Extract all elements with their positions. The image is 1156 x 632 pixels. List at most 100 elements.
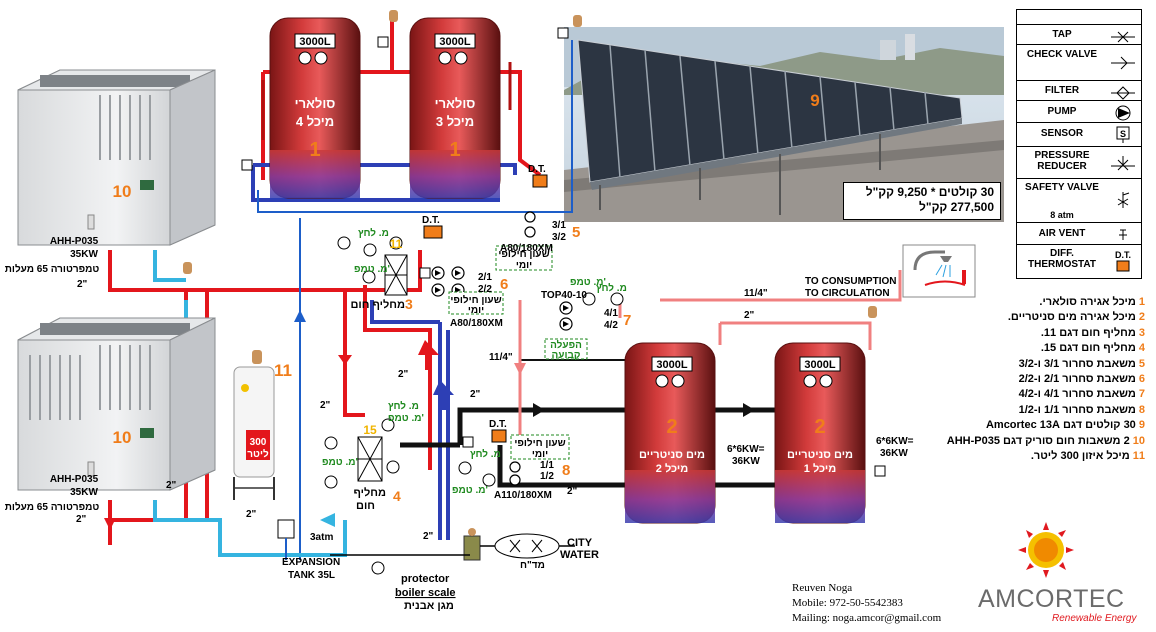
tank2-label2: מיכל 2	[656, 462, 688, 475]
boiler-scale-protector	[463, 528, 481, 561]
tank3-label2: מיכל 3	[436, 114, 474, 129]
capacity-line1: 30 קולטים * 9,250 קק"ל	[865, 185, 994, 199]
pump6-model: A80/180XM	[450, 318, 503, 329]
pipe-size-1: 11/4"	[744, 288, 768, 299]
pipe-size-10: 2"	[567, 486, 578, 497]
tank1-volume: 3000L	[804, 359, 835, 371]
temp-label-5: מ. טמפ'	[452, 485, 488, 496]
pipe-size-6: 2"	[320, 400, 331, 411]
list-item: 8 משאבת סחרור 1/1 ו-1/2	[1018, 403, 1145, 416]
legend: TAP CHECK VALVE FILTER PUMP SENSOR S PRE…	[1016, 9, 1142, 279]
pipe-size-4: 2"	[398, 369, 409, 380]
tank4-volume: 3000L	[299, 36, 330, 48]
temp-label-3: מ. טמפ'	[388, 413, 424, 424]
solar-tank-4	[269, 17, 361, 199]
pump8-a: 1/1	[540, 460, 554, 471]
temp-label-4: מ. טמפ'	[322, 457, 358, 468]
sensor-icon: S	[1116, 126, 1130, 143]
amcortec-logo-icon	[1018, 522, 1074, 578]
svg-text:D.T.: D.T.	[1115, 250, 1131, 260]
water-label: WATER	[560, 549, 599, 561]
pipe-size-3: 11/4"	[489, 352, 513, 363]
heat-pump-bottom-power: 35KW	[70, 487, 98, 498]
tank3-num: 1	[449, 139, 460, 161]
svg-text:S: S	[1120, 129, 1126, 139]
pump6-a: 2/1	[478, 272, 492, 283]
collector-panels	[577, 39, 963, 215]
tank1-kw2: 36KW	[880, 448, 908, 459]
heat-pump-bottom-num: 10	[113, 428, 132, 447]
pump5-a: 3/1	[552, 220, 566, 231]
heat-pump-top-temp: טמפרטורה 65 מעלות	[5, 263, 100, 275]
timer-1: שעון חילופי	[498, 248, 549, 260]
heat-exchanger-15	[357, 436, 383, 482]
protector-heb: מגן אבנית	[404, 600, 454, 612]
buffer-tank	[233, 350, 275, 500]
tank2-kw2: 36KW	[732, 456, 760, 467]
list-item: 6 משאבת סחרור 2/1 ו-2/2	[1018, 372, 1145, 385]
pipe-size-9: 2"	[246, 509, 257, 520]
legend-row-pump: PUMP	[1017, 100, 1141, 123]
pressure-label-3: מ. לחץ	[388, 400, 419, 412]
hx15-name2: חום	[356, 500, 375, 512]
heat-pump-top-power: 35KW	[70, 249, 98, 260]
pump8-num: 8	[562, 462, 570, 479]
tank4-label2: מיכל 4	[296, 114, 334, 129]
tank1-label: מים סניטריים	[787, 449, 853, 461]
pump5-b: 3/2	[552, 232, 566, 243]
timer-1b: יומי	[516, 260, 532, 271]
hx15-name: מחליף	[353, 486, 386, 499]
dt-2: D.T.	[528, 164, 546, 175]
contact-name: Reuven Noga	[792, 582, 853, 594]
pump5-model: A80/180XM	[500, 243, 553, 254]
pump7-model: TOP40-10	[541, 290, 587, 301]
tank2-kw: 6*6KW=	[727, 444, 765, 455]
legend-row-diff-thermostat: DIFF. THERMOSTAT D.T.	[1017, 244, 1141, 279]
dt-1: D.T.	[422, 215, 440, 226]
to-consumption: TO CONSUMPTION	[805, 276, 896, 287]
safety-valve-icon	[1117, 192, 1130, 208]
to-circulation: TO CIRCULATION	[805, 288, 890, 299]
list-item: 3 מחליף חום דגם 11.	[1040, 326, 1145, 339]
tank2-label: מים סניטריים	[639, 449, 705, 461]
list-item: 5 משאבת סחרור 3/1 ו-3/2	[1018, 357, 1145, 370]
legend-row-air-vent: AIR VENT	[1017, 222, 1141, 245]
legend-row-filter: FILTER	[1017, 80, 1141, 101]
tank4-label: סולארי	[295, 96, 336, 111]
pipe-size-5: 2"	[470, 389, 481, 400]
expansion-label2: TANK 35L	[288, 570, 335, 581]
consumer-pipes	[400, 407, 780, 488]
pipe-size-11: 2"	[423, 531, 434, 542]
list-item: 11 מיכל איזון 300 ליטר.	[1030, 449, 1145, 462]
heat-pump-top-model: AHH-P035	[50, 236, 99, 247]
heat-pump-top	[17, 69, 216, 246]
shower-icon	[902, 244, 976, 298]
pipe-size-12: 2"	[76, 514, 87, 525]
pump8-model: A110/180XM	[494, 490, 552, 501]
heat-pump-bottom	[17, 317, 216, 491]
contact-mail: Mailing: noga.amcor@gmail.com	[792, 612, 942, 624]
solar-loop-pipes	[257, 40, 573, 560]
pressure-label-1: מ. לחץ	[358, 227, 389, 239]
expansion-tank	[277, 519, 295, 560]
heat-pump-bottom-model: AHH-P035	[50, 474, 99, 485]
pipe-size-8: 2"	[166, 480, 177, 491]
pump6-num: 6	[500, 276, 508, 293]
heat-pump-bottom-temp: טמפרטורה 65 מעלות	[5, 501, 100, 513]
timer-3: שעון חילופי	[514, 437, 565, 449]
legend-row-safety-valve: SAFETY VALVE 8 atm	[1017, 178, 1141, 223]
list-item: 2 מיכל אגירה מים סניטריים.	[1007, 311, 1145, 324]
protector-label: protector	[401, 573, 450, 585]
legend-row-sensor: SENSOR S	[1017, 122, 1141, 147]
cold-pipes	[251, 163, 517, 540]
pump-icon	[1115, 105, 1131, 121]
buffer-unit: ליטר	[247, 448, 269, 460]
legend-row-pressure-reducer: PRESSURE REDUCER	[1017, 146, 1141, 179]
hx11-num: 11	[390, 237, 403, 251]
pressure-label-4: מ. לחץ	[470, 448, 501, 460]
tank1-num: 2	[814, 416, 825, 438]
boiler-scale-label: boiler scale	[395, 587, 456, 599]
tank3-volume: 3000L	[439, 36, 470, 48]
pipe-size-2: 2"	[744, 310, 755, 321]
